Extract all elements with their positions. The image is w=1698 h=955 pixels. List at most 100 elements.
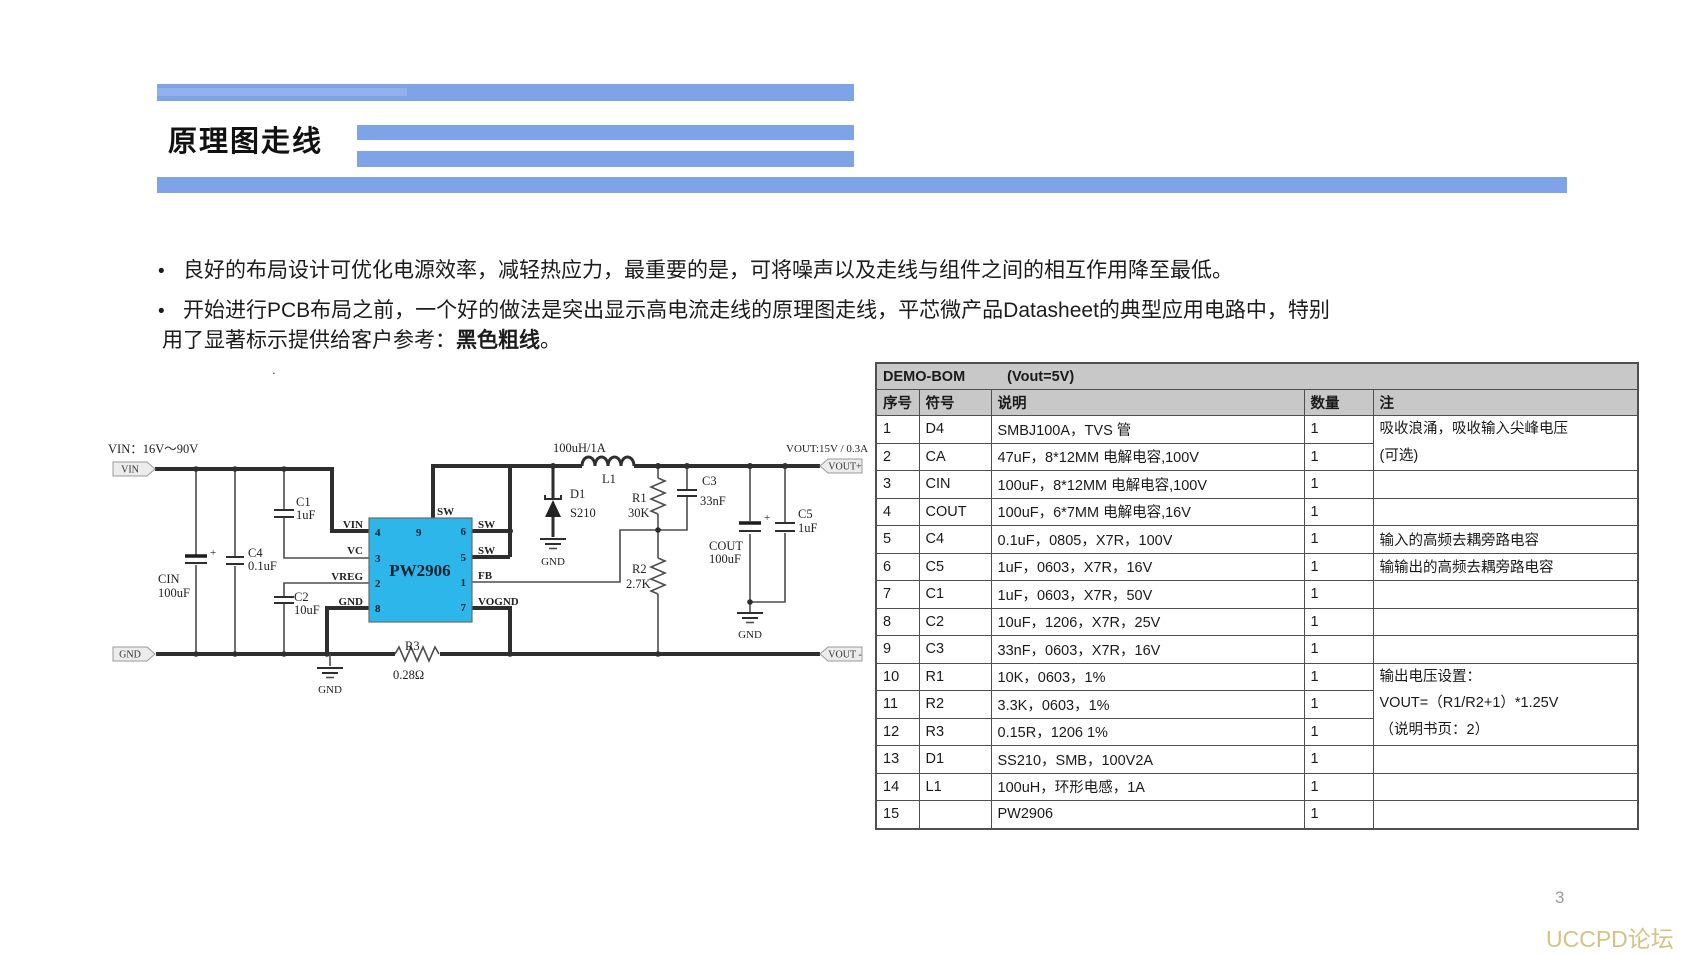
bom-title: DEMO-BOM [883, 368, 966, 385]
diode-symbol [544, 495, 562, 517]
c1-value: 1uF [296, 508, 316, 522]
cin-value: 100uF [158, 586, 190, 600]
cell-note-merged: 吸收浪涌，吸收输入尖峰电压 (可选) [1372, 415, 1639, 471]
bullet-2-period: 。 [540, 329, 561, 352]
pin-number-3: 3 [375, 553, 381, 565]
cell-desc: 100uH，环形电感，1A [990, 772, 1305, 801]
bom-table: DEMO-BOM(Vout=5V) 序号 符号 说明 数量 注 1 D4 SMB… [875, 362, 1640, 830]
pin-label-fb: FB [478, 570, 493, 582]
cell-no: 6 [875, 552, 920, 581]
cell-qty: 1 [1303, 800, 1374, 829]
bom-row-3: 3 CIN 100uF，8*12MM 电解电容,100V 1 [875, 470, 1639, 499]
cell-no: 9 [875, 635, 920, 664]
bom-row-13: 13 D1 SS210，SMB，100V2A 1 [875, 745, 1639, 774]
bom-row-2: 2 CA 47uF，8*12MM 电解电容,100V 1 [875, 442, 1638, 471]
bom-row-6: 6 C5 1uF，0603，X7R，16V 1 输输出的高频去耦旁路电容 [875, 552, 1639, 581]
page-number: 3 [1555, 888, 1565, 907]
pin-number-4: 4 [375, 527, 381, 539]
schematic-diagram: VIN GND VOUT+ VOUT - PW2906 4 3 2 8 9 6 … [108, 441, 868, 696]
cell-desc: SMBJ100A，TVS 管 [990, 415, 1305, 444]
cell-no: 11 [875, 690, 920, 719]
col-header-desc: 说明 [990, 389, 1305, 416]
cell-desc: 100uF，6*7MM 电解电容,16V [990, 497, 1305, 526]
page-title: 原理图走线 [168, 126, 324, 158]
cell-desc: 0.1uF，0805，X7R，100V [990, 525, 1305, 554]
cell-note: 输入的高频去耦旁路电容 [1372, 525, 1639, 554]
cell-note [1372, 497, 1639, 526]
l1-value: 100uH/1A [553, 441, 606, 455]
cell-ref [918, 800, 992, 829]
cell-qty: 1 [1303, 772, 1374, 801]
bom-row-7: 7 C1 1uF，0603，X7R，50V 1 [875, 580, 1639, 609]
cell-ref: CIN [918, 470, 992, 499]
capacitor-symbols [185, 489, 795, 604]
decor-bar-long [157, 177, 1567, 193]
vout-minus-tag-shape [819, 646, 863, 662]
cell-desc: 1uF，0603，X7R，16V [990, 552, 1305, 581]
cin-ref: CIN [158, 572, 180, 586]
pin-label-gnd: GND [339, 596, 364, 608]
watermark: UCCPD论坛 [1546, 926, 1674, 952]
cell-ref: COUT [918, 497, 992, 526]
cell-no: 12 [875, 717, 920, 746]
cin-plus-sign: + [210, 547, 216, 559]
col-header-index: 序号 [875, 389, 920, 416]
d1-value: S210 [570, 506, 596, 520]
gnd-tag: GND [119, 650, 141, 661]
r2-value: 2.7K [626, 577, 651, 591]
cell-ref: D4 [918, 415, 992, 444]
pin-number-5: 5 [461, 552, 467, 564]
chip-pin-labels: VIN VC VREG GND SW SW SW FB VOGND [331, 506, 519, 608]
cell-desc: 0.15R，1206 1% [990, 717, 1305, 746]
bullet-1: •良好的布局设计可优化电源效率，减轻热应力，最重要的是，可将噪声以及走线与组件之… [158, 254, 1233, 284]
cout-plus-sign: + [764, 512, 770, 524]
d1-ref: D1 [570, 487, 585, 501]
cell-qty: 1 [1303, 662, 1374, 691]
cell-desc: 33nF，0603，X7R，16V [990, 635, 1305, 664]
cell-no: 13 [875, 745, 920, 774]
vin-tag: VIN [121, 465, 139, 476]
bom-row-12: 12 R3 0.15R，1206 1% 1 [875, 717, 1638, 746]
decor-bar-mid2 [357, 151, 854, 167]
cell-no: 4 [875, 497, 920, 526]
r1-ref: R1 [632, 491, 647, 505]
bom-row-9: 9 C3 33nF，0603，X7R，16V 1 [875, 635, 1639, 664]
cell-note [1372, 580, 1639, 609]
gnd-tag-shape [112, 646, 156, 662]
cell-ref: C3 [918, 635, 992, 664]
stray-period: . [272, 362, 276, 377]
cell-desc: 1uF，0603，X7R，50V [990, 580, 1305, 609]
bullet-2-text-line1: 开始进行PCB布局之前，一个好的做法是突出显示高电流走线的原理图走线，平芯微产品… [183, 299, 1330, 322]
note-line: (可选) [1379, 447, 1419, 464]
cell-note [1372, 772, 1639, 801]
cell-qty: 1 [1303, 580, 1374, 609]
pin-number-1: 1 [461, 577, 467, 589]
junction-dots [193, 463, 788, 657]
cell-no: 2 [875, 442, 920, 471]
note-line: 吸收浪涌，吸收输入尖峰电压 [1379, 421, 1569, 437]
vin-range-label: VIN：16V～90V [108, 442, 198, 456]
c5-value: 1uF [798, 521, 818, 535]
note-line: （说明书页：2） [1379, 721, 1490, 738]
cell-qty: 1 [1303, 717, 1374, 746]
pin-number-6: 6 [461, 526, 467, 538]
bullet-2: • 开始进行PCB布局之前，一个好的做法是突出显示高电流走线的原理图走线，平芯微产… [158, 294, 1330, 324]
vout-plus-tag: VOUT+ [828, 462, 862, 473]
cell-note [1372, 745, 1639, 774]
c1-ref: C1 [296, 495, 311, 509]
c2-value: 10uF [294, 603, 320, 617]
bom-row-5: 5 C4 0.1uF，0805，X7R，100V 1 输入的高频去耦旁路电容 [875, 525, 1639, 554]
cell-qty: 1 [1303, 442, 1374, 471]
cell-desc: 47uF，8*12MM 电解电容,100V [990, 442, 1305, 471]
cell-desc: SS210，SMB，100V2A [990, 745, 1305, 774]
bom-vout-condition: (Vout=5V) [1007, 368, 1075, 385]
bullet-icon: • [158, 301, 165, 322]
r3-ref: R3 [405, 639, 420, 653]
cout-value: 100uF [709, 552, 741, 566]
decor-bar-top-highlight [157, 88, 407, 96]
vout-rating-label: VOUT:15V / 0.3A [786, 443, 868, 455]
cell-desc: 10uF，1206，X7R，25V [990, 607, 1305, 636]
pin-label-vognd: VOGND [478, 596, 519, 608]
r2-ref: R2 [632, 562, 647, 576]
